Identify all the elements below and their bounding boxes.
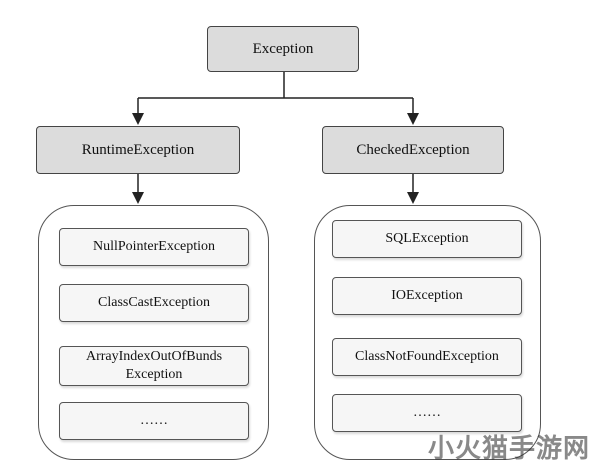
list-item-label: ClassCastException (98, 295, 210, 310)
list-item-label: SQLException (385, 231, 469, 246)
runtime-exception-label: RuntimeException (81, 141, 195, 158)
list-item-label: ArrayIndexOutOfBunds Exception (85, 349, 223, 382)
list-item-ellipsis-right: …… (332, 394, 522, 432)
list-item-ellipsis-left: …… (59, 402, 249, 440)
list-item-classnotfoundexception: ClassNotFoundException (332, 338, 522, 376)
list-item-label: NullPointerException (92, 239, 216, 254)
checked-exception-node: CheckedException (322, 126, 504, 174)
list-item-label: …… (140, 413, 168, 428)
list-item-classcastexception: ClassCastException (59, 284, 249, 322)
root-node-exception: Exception (207, 26, 359, 72)
list-item-label: ClassNotFoundException (355, 349, 499, 364)
list-item-ioexception: IOException (332, 277, 522, 315)
list-item-label: …… (413, 405, 441, 420)
list-item-label: IOException (391, 288, 463, 303)
runtime-exception-node: RuntimeException (36, 126, 240, 174)
checked-exception-label: CheckedException (356, 141, 470, 158)
list-item-sqlexception: SQLException (332, 220, 522, 258)
watermark: 小火猫手游网 (427, 434, 590, 464)
list-item-nullpointerexception: NullPointerException (59, 228, 249, 266)
root-node-label: Exception (252, 40, 314, 57)
list-item-arrayindexoutofbundsexception: ArrayIndexOutOfBunds Exception (59, 346, 249, 386)
